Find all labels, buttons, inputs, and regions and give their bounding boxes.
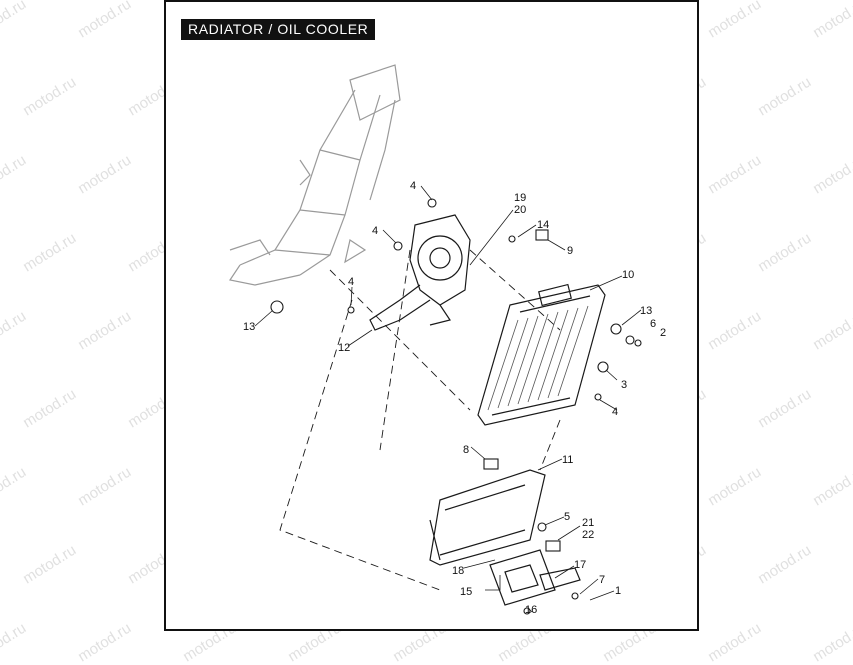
callout-15: 15	[460, 586, 473, 598]
radiator	[477, 283, 606, 426]
callout-16: 16	[525, 604, 538, 616]
callout-1: 1	[615, 585, 622, 597]
callout-20: 20	[514, 204, 527, 216]
bracket	[489, 549, 581, 606]
callout-2: 2	[660, 327, 667, 339]
callout-7: 7	[599, 574, 606, 586]
callout-4-mid: 4	[372, 225, 379, 237]
callout-11: 11	[562, 454, 574, 466]
callout-13-right: 13	[640, 305, 653, 317]
callout-22: 22	[582, 529, 595, 541]
callout-6: 6	[650, 318, 657, 330]
frame-outline	[229, 64, 401, 286]
callout-10: 10	[622, 269, 635, 281]
fasteners	[270, 198, 642, 615]
callout-4-right: 4	[612, 406, 619, 418]
callout-9: 9	[567, 245, 574, 257]
exploded-parts-diagram	[229, 64, 642, 615]
callout-8: 8	[463, 444, 470, 456]
callout-21: 21	[582, 517, 595, 529]
callout-14: 14	[537, 219, 550, 231]
callout-13-left: 13	[243, 321, 256, 333]
lower-shroud	[429, 469, 546, 566]
fan-shroud	[369, 214, 471, 331]
callout-17: 17	[574, 559, 587, 571]
callout-4-left: 4	[348, 276, 355, 288]
callout-5: 5	[564, 511, 571, 523]
callout-18: 18	[452, 565, 465, 577]
page-title: RADIATOR / OIL COOLER	[181, 19, 376, 40]
callout-leaders	[254, 185, 642, 613]
callout-3: 3	[621, 379, 628, 391]
callout-19: 19	[514, 192, 527, 204]
callout-4-top: 4	[410, 180, 417, 192]
callout-12: 12	[338, 342, 351, 354]
leader-lines	[279, 249, 561, 591]
